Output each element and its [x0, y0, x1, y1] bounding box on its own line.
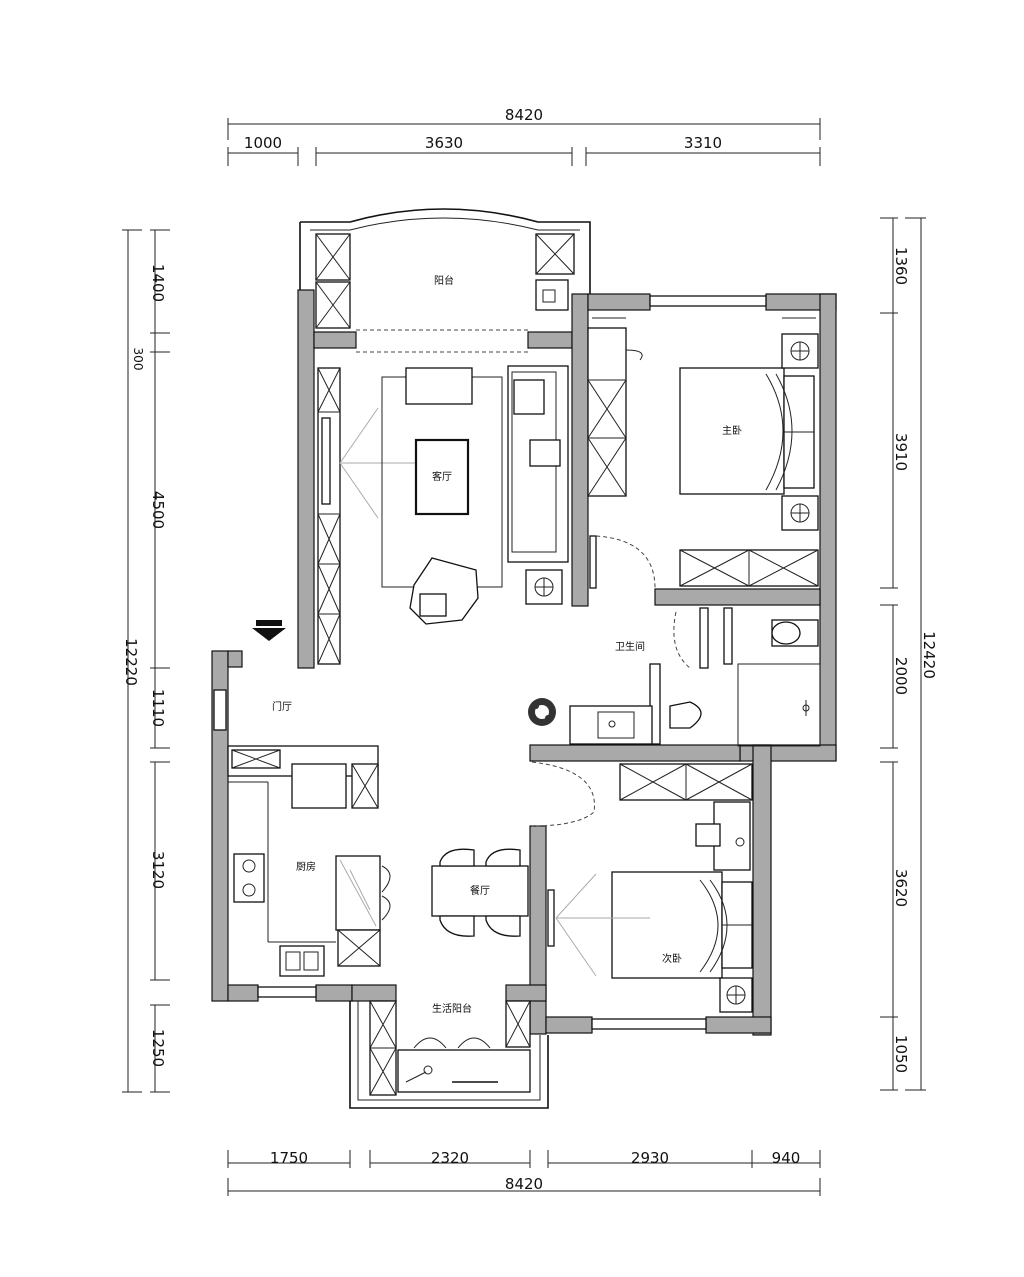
bathroom-fixtures [569, 607, 821, 747]
room-label-second-bedroom: 次卧 [662, 952, 682, 965]
desk-chair [695, 801, 751, 871]
walls [211, 208, 837, 1109]
room-label-master-bedroom: 主卧 [722, 424, 742, 437]
master-bed [679, 367, 815, 495]
right-dimension-lines [880, 217, 926, 1091]
left-dimension-6: 1250 [149, 1029, 167, 1067]
left-dimension-3: 4500 [149, 491, 167, 529]
nightstand-lamps [781, 333, 819, 531]
right-dimension-3: 2000 [892, 657, 910, 695]
entrance-arrow-icon [252, 620, 286, 641]
room-label-balcony-north: 阳台 [434, 274, 454, 287]
bottom-dimension-4: 940 [772, 1149, 801, 1167]
left-dimension-1: 1400 [149, 264, 167, 302]
kitchen-island [335, 855, 391, 967]
top-dimension-lines [227, 118, 821, 166]
master-dresser [679, 549, 819, 587]
tv-cabinet [317, 367, 341, 665]
room-label-balcony-south: 生活阳台 [432, 1002, 472, 1015]
room-label-living-room: 客厅 [432, 470, 452, 483]
room-label-dining: 餐厅 [470, 884, 490, 897]
second-bedroom-door-swing [531, 761, 595, 827]
side-table-lamp [525, 569, 563, 605]
left-dimension-lines [122, 229, 170, 1093]
dining-table [431, 848, 529, 937]
bottom-dimension-3: 2930 [631, 1149, 669, 1167]
bottom-dimension-1: 1750 [270, 1149, 308, 1167]
left-dimension-5: 3120 [149, 851, 167, 889]
left-dimension-4: 1110 [149, 689, 167, 727]
right-dimension-4: 3620 [892, 869, 910, 907]
top-total-dimension: 8420 [505, 106, 543, 124]
second-tv [547, 873, 650, 977]
master-door-swing [589, 535, 656, 591]
master-wardrobe [587, 317, 816, 497]
top-dimension-3: 3310 [684, 134, 722, 152]
right-total-dimension: 12420 [920, 631, 938, 679]
left-total-dimension: 12220 [122, 638, 140, 686]
second-wardrobe [619, 763, 753, 801]
right-dimension-2: 3910 [892, 433, 910, 471]
kitchen-counters [227, 745, 379, 977]
room-label-entrance: 门厅 [272, 700, 292, 713]
south-balcony-storage [369, 1000, 531, 1096]
bottom-dimension-2: 2320 [431, 1149, 469, 1167]
armchair-north [405, 367, 473, 405]
north-balcony-storage [315, 233, 575, 353]
left-dimension-2: 300 [131, 348, 145, 371]
bottom-dimension-lines [227, 1150, 821, 1196]
room-label-kitchen: 厨房 [296, 860, 316, 873]
second-bed [611, 871, 753, 979]
plant-icon [528, 698, 556, 726]
second-nightstand-lamp [719, 977, 753, 1013]
top-dimension-2: 3630 [425, 134, 463, 152]
coffee-table [414, 438, 470, 516]
windows [213, 295, 767, 1030]
room-label-bathroom: 卫生间 [615, 640, 645, 653]
sofa [507, 365, 569, 563]
right-dimension-1: 1360 [892, 247, 910, 285]
lounge-chair [409, 557, 479, 625]
right-dimension-5: 1050 [892, 1035, 910, 1073]
top-dimension-1: 1000 [244, 134, 282, 152]
bottom-total-dimension: 8420 [505, 1175, 543, 1193]
